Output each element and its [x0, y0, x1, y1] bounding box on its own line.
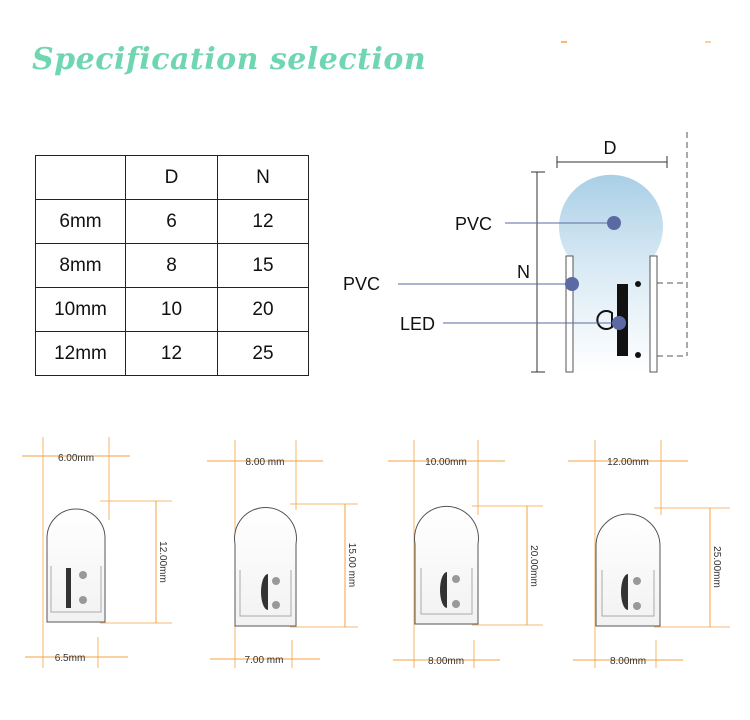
dimension-base: 8.00mm — [610, 656, 646, 667]
table-header-cell — [35, 155, 126, 200]
spec-table: D N 6mm 6 12 8mm 8 15 10mm 10 20 12mm 12… — [35, 155, 309, 376]
pointer-dot — [612, 316, 626, 330]
table-cell: 12 — [125, 331, 218, 376]
dimension-width: 12.00mm — [607, 457, 649, 468]
pvc-tube — [558, 174, 663, 372]
profile-6mm: 6.00mm 12.00mm 6.5mm — [22, 437, 172, 668]
led-chip — [596, 310, 613, 330]
profile-10mm: 10.00mm 20.00mm 8.00mm — [388, 440, 543, 668]
table-cell: 10mm — [35, 287, 126, 332]
pointer-dot — [565, 277, 579, 291]
label-pvc-side: PVC — [343, 274, 380, 294]
table-cell: 8 — [125, 243, 218, 288]
dimension-height: 20.00mm — [528, 545, 539, 587]
dimension-base: 8.00mm — [428, 656, 464, 667]
table-cell: 25 — [217, 331, 309, 376]
dimension-n-label: N — [517, 262, 530, 282]
table-header-cell: D — [125, 155, 218, 200]
label-led: LED — [400, 314, 435, 334]
dimension-height: 15.00 mm — [346, 543, 357, 587]
dimension-base: 7.00 mm — [245, 655, 284, 666]
table-cell: 12 — [217, 199, 309, 244]
table-row: 12mm 12 25 — [35, 331, 309, 376]
cross-section-diagram: D N PVC PVC LED — [343, 132, 688, 373]
table-row: 8mm 8 15 — [35, 243, 309, 288]
table-cell: 8mm — [35, 243, 126, 288]
table-row: 6mm 6 12 — [35, 199, 309, 244]
dimension-height: 25.00mm — [711, 546, 722, 588]
pvc-wall-right — [649, 255, 658, 373]
dimension-width: 6.00mm — [58, 453, 94, 464]
profile-8mm: 8.00 mm 15.00 mm 7.00 mm — [207, 440, 358, 668]
table-header-row: D N — [35, 155, 309, 200]
table-cell: 6mm — [35, 199, 126, 244]
dimension-d-label: D — [604, 138, 617, 158]
table-cell: 20 — [217, 287, 309, 332]
page-title: Specification selection — [32, 42, 427, 77]
table-header-cell: N — [217, 155, 309, 200]
pointer-dot — [607, 216, 621, 230]
pvc-wall-left — [565, 255, 574, 373]
dimension-height: 12.00mm — [157, 541, 168, 583]
table-row: 10mm 10 20 — [35, 287, 309, 332]
profile-12mm: 12.00mm 25.00mm 8.00mm — [568, 440, 730, 668]
label-pvc-top: PVC — [455, 214, 492, 234]
dimension-width: 10.00mm — [425, 457, 467, 468]
table-cell: 12mm — [35, 331, 126, 376]
dimension-width: 8.00 mm — [246, 457, 285, 468]
dimension-base: 6.5mm — [55, 653, 86, 664]
